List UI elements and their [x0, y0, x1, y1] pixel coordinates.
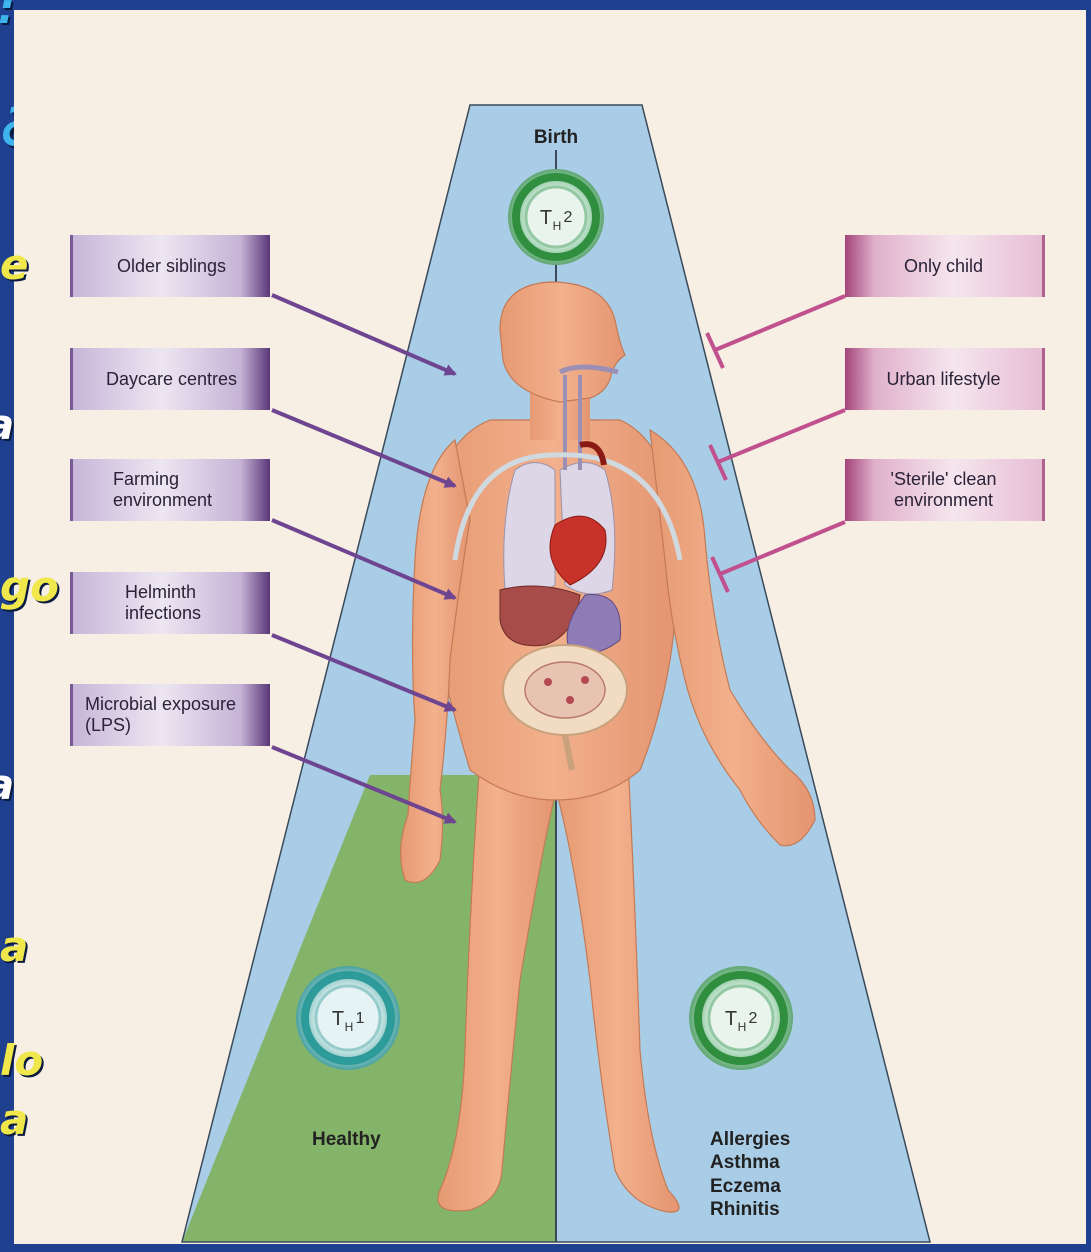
- outcome-allergic-item: Eczema: [710, 1176, 781, 1197]
- svg-text:T: T: [725, 1008, 737, 1030]
- th2-cell-birth: T H 2: [508, 169, 604, 265]
- slide-fragment: a: [0, 400, 14, 449]
- svg-text:T: T: [332, 1008, 344, 1030]
- factor-urban-lifestyle: Urban lifestyle: [845, 348, 1045, 410]
- birth-label: Birth: [534, 127, 578, 148]
- svg-text:H: H: [345, 1020, 354, 1034]
- slide-fragment: a: [0, 922, 28, 971]
- factor-sterile-environment: 'Sterile' clean environment: [845, 459, 1045, 521]
- factor-helminth-infections: Helminth infections: [70, 572, 270, 634]
- factor-only-child: Only child: [845, 235, 1045, 297]
- svg-text:T: T: [540, 207, 552, 229]
- slide-fragment: a: [0, 760, 14, 809]
- factor-farming-environment: Farming environment: [70, 459, 270, 521]
- svg-text:H: H: [553, 219, 562, 233]
- slide-fragment: go: [0, 562, 59, 611]
- slide-fragment: lo: [0, 1036, 43, 1085]
- factor-daycare-centres: Daycare centres: [70, 348, 270, 410]
- outcome-healthy-label: Healthy: [312, 1129, 381, 1150]
- outcome-allergic-item: Allergies: [710, 1129, 790, 1150]
- svg-text:2: 2: [564, 209, 573, 226]
- svg-text:H: H: [738, 1020, 747, 1034]
- outcome-allergic-item: Rhinitis: [710, 1199, 780, 1220]
- slide-fragment: e: [0, 240, 29, 289]
- factor-microbial-exposure: Microbial exposure (LPS): [70, 684, 270, 746]
- outcome-allergic-item: Asthma: [710, 1152, 780, 1173]
- svg-text:1: 1: [356, 1010, 365, 1027]
- slide-fragment: a: [0, 1095, 28, 1144]
- svg-text:2: 2: [749, 1010, 758, 1027]
- th2-cell-allergic: T H 2: [689, 966, 793, 1070]
- factor-older-siblings: Older siblings: [70, 235, 270, 297]
- th1-cell-healthy: T H 1: [296, 966, 400, 1070]
